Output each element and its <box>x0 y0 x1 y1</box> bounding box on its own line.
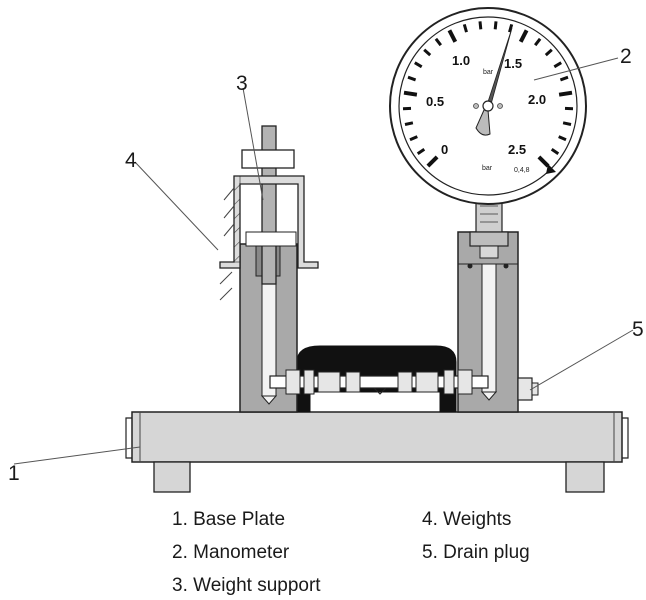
gauge-tick <box>426 155 439 168</box>
legend-item-weight-support: 3. Weight support <box>172 575 321 596</box>
gauge-tick <box>493 21 498 30</box>
gauge-tick <box>553 61 562 69</box>
callout-3: 3 <box>236 72 248 95</box>
manometer: 0 0.5 1.0 1.5 2.0 2.5 bar bar 0,4,8 <box>389 7 587 205</box>
leader-lines <box>13 57 634 465</box>
gauge-tick <box>558 90 573 97</box>
gauge-tick <box>534 37 542 47</box>
gauge-tick <box>404 121 414 126</box>
gauge-tick <box>403 90 418 97</box>
gauge-label-1-5: 1.5 <box>504 56 522 71</box>
gauge-unit-bottom: bar <box>482 165 493 172</box>
gauge-tick <box>562 121 572 126</box>
gauge-tick <box>447 29 458 43</box>
gauge-tick <box>550 148 560 156</box>
gauge-tick <box>559 75 569 82</box>
gauge-label-0: 0 <box>441 142 448 157</box>
callout-5: 5 <box>632 318 644 341</box>
legend-item-base-plate: 1. Base Plate <box>172 509 286 530</box>
gauge-tick <box>544 48 553 57</box>
gauge-unit-top: bar <box>483 69 494 76</box>
callout-4: 4 <box>125 149 137 172</box>
connection-pipe <box>269 369 489 395</box>
gauge-tick <box>462 23 468 33</box>
legend-item-weights: 4. Weights <box>422 509 512 530</box>
gauge-label-2-0: 2.0 <box>528 92 546 107</box>
callout-1: 1 <box>8 462 20 485</box>
gauge-ticks <box>402 21 574 168</box>
base-feet <box>153 461 605 493</box>
gauge-label-2-5: 2.5 <box>508 142 526 157</box>
gauge-tick <box>508 23 514 33</box>
gauge-tick <box>407 75 417 82</box>
gauge-label-1-0: 1.0 <box>452 53 470 68</box>
legend-item-drain-plug: 5. Drain plug <box>422 542 530 563</box>
gauge-tick <box>434 37 442 47</box>
gauge-tick <box>409 135 418 142</box>
gauge-tick <box>478 21 483 30</box>
gauge-stem <box>469 195 509 259</box>
drain-plug <box>517 377 539 401</box>
base-plate <box>125 411 629 463</box>
callout-2: 2 <box>620 45 632 68</box>
gauge-stop-triangle <box>546 164 556 174</box>
gauge-tick <box>518 29 529 43</box>
gauge-tick <box>423 48 432 57</box>
gauge-needle-tail <box>475 109 491 136</box>
gauge-label-0-5: 0.5 <box>426 94 444 109</box>
gauge-tick <box>537 155 550 168</box>
legend-item-manometer: 2. Manometer <box>172 542 290 563</box>
gauge-unit-right: 0,4,8 <box>514 167 530 174</box>
gauge-tick <box>416 148 426 156</box>
gauge-tick <box>558 135 567 142</box>
gauge-tick <box>414 61 423 69</box>
